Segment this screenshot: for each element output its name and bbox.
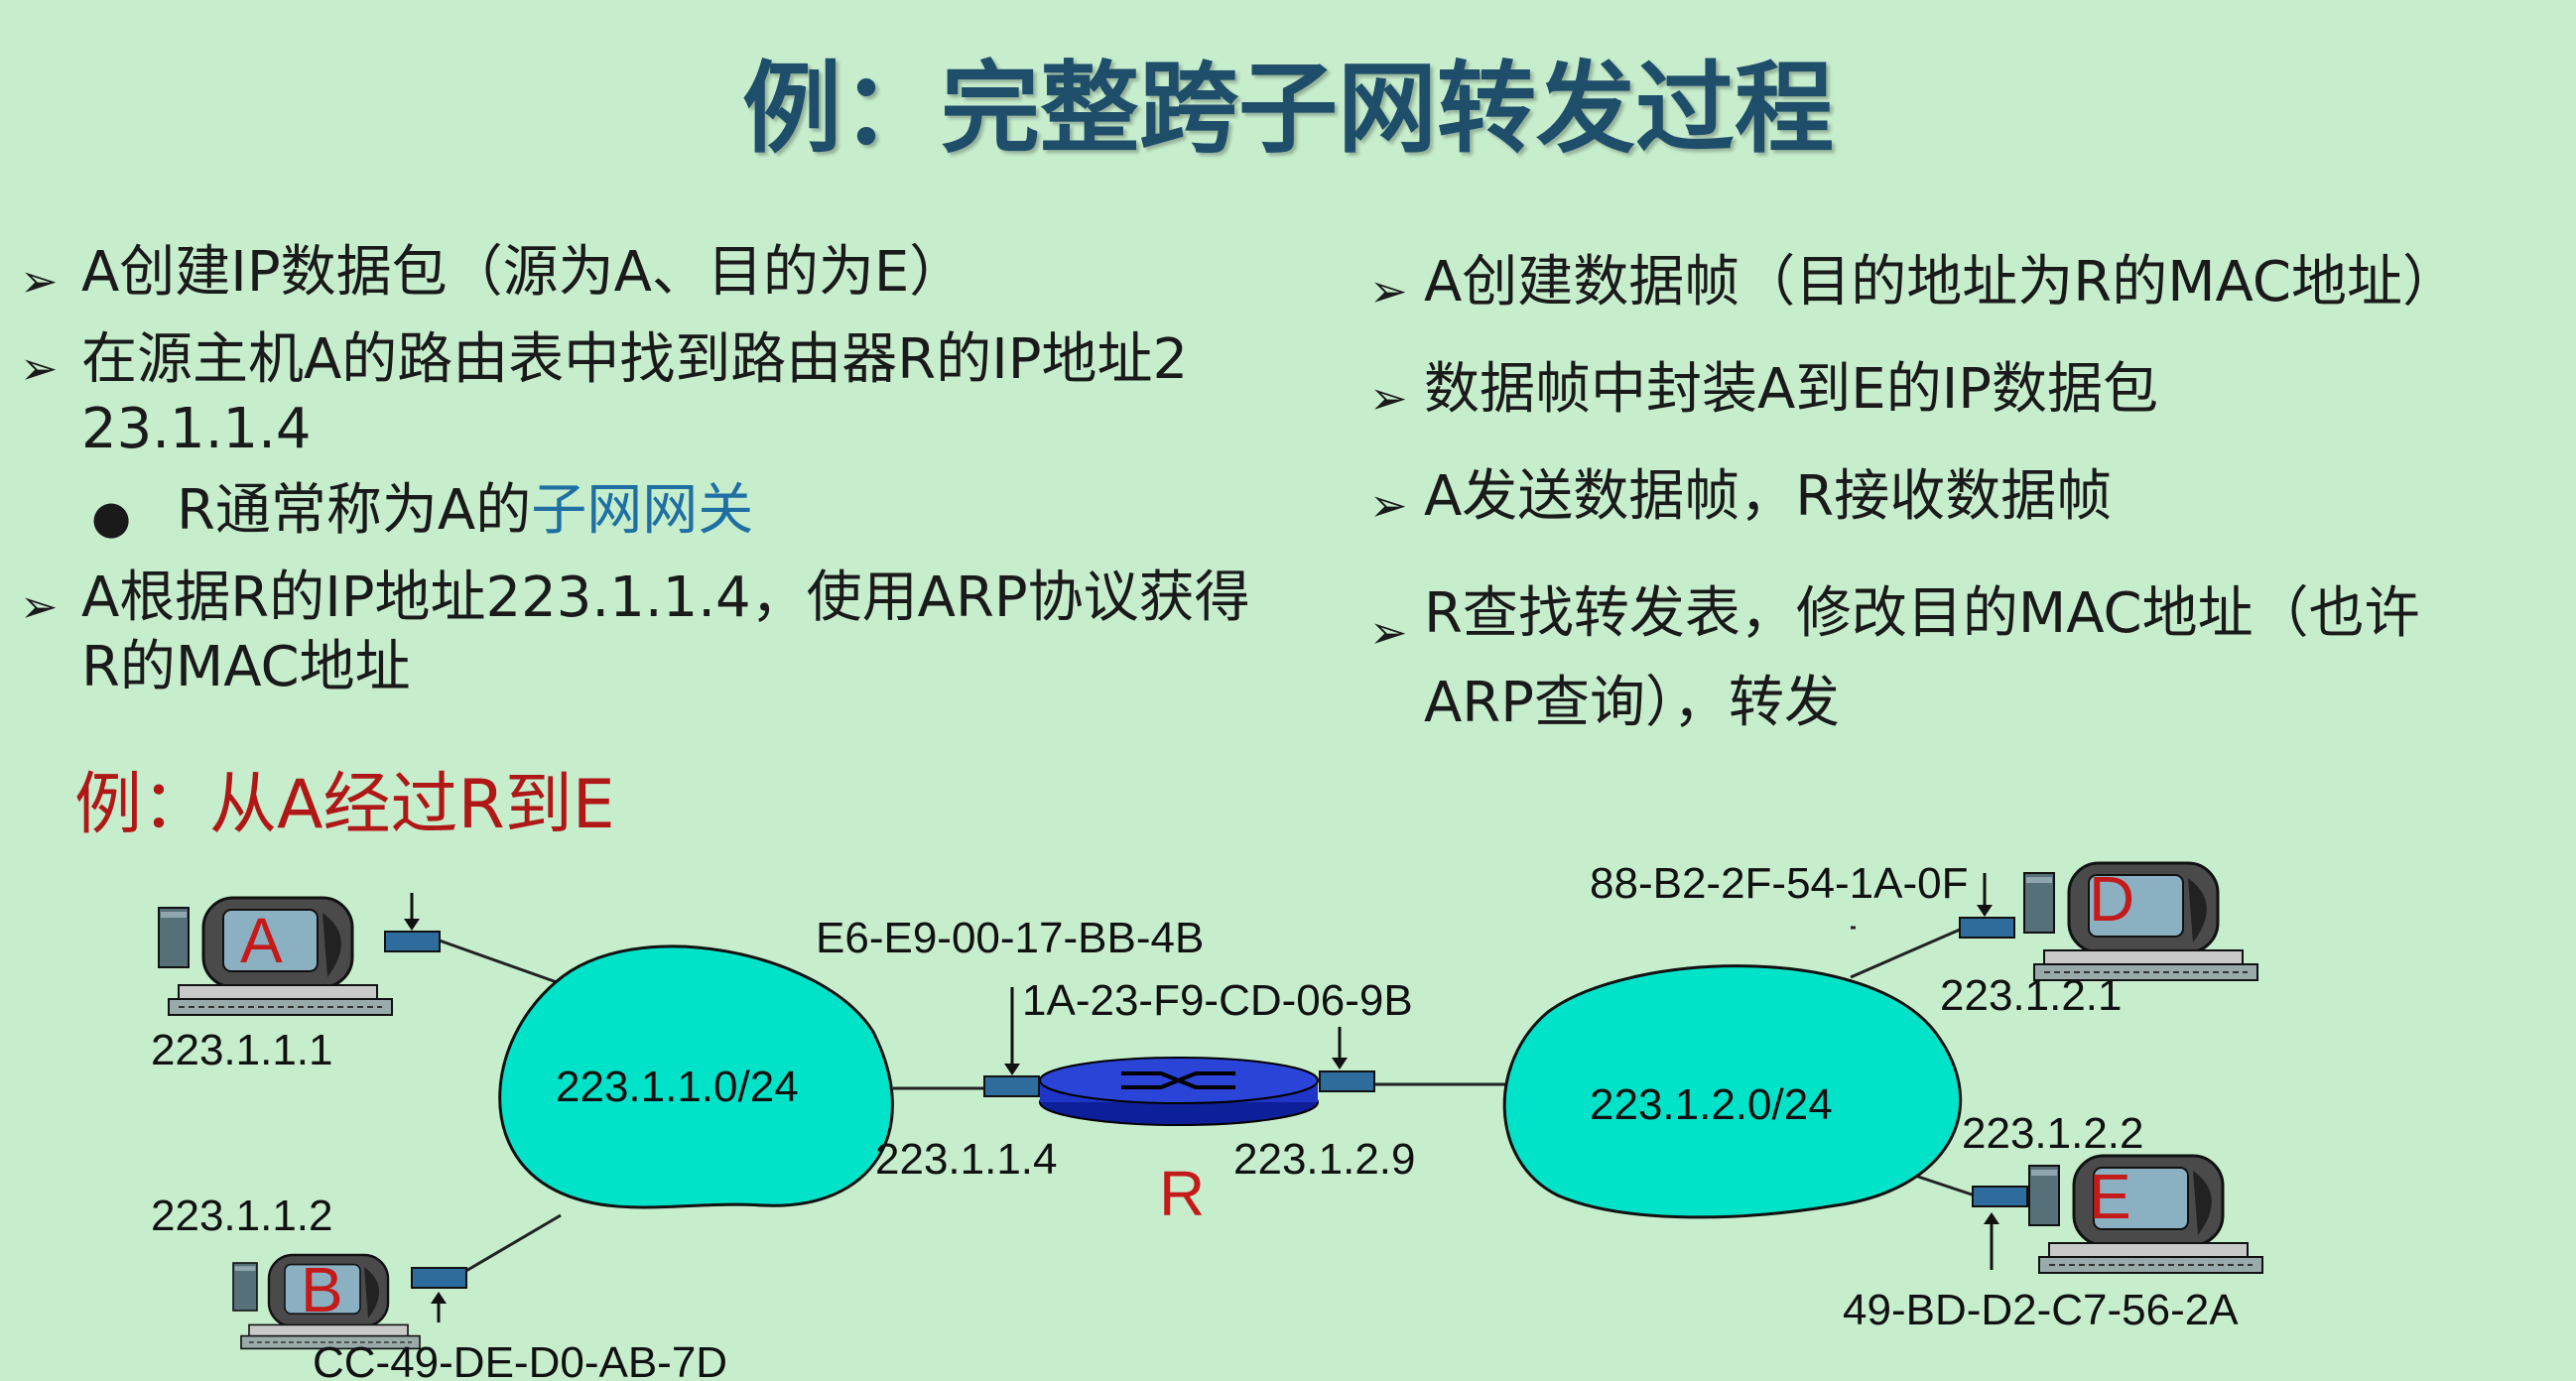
example-heading: 例：从A经过R到E — [74, 766, 615, 844]
right-bullet-list: ➢ A创建数据帧（目的地址为R的MAC地址） ➢ 数据帧中封装A到E的IP数据包… — [1369, 248, 2576, 748]
mac-label-b: CC-49-DE-D0-AB-7D — [313, 1338, 727, 1381]
host-label-e: E — [2089, 1161, 2131, 1232]
bullet-text: A发送数据帧，R接收数据帧 — [1424, 464, 2113, 529]
bullet-item: ➢ 在源主机A的路由表中找到路由器R的IP地址223.1.1.4 — [0, 325, 1221, 464]
arrow-bullet-icon: ➢ — [1369, 371, 1408, 425]
gateway-highlight: 子网网关 — [531, 478, 754, 543]
link-e — [1914, 1174, 1976, 1197]
subnet-label-left: 223.1.1.0/24 — [556, 1063, 799, 1111]
arrow-bullet-icon: ➢ — [1369, 605, 1408, 659]
link-b — [463, 1213, 562, 1274]
mac-label-router-right: 1A-23-F9-CD-06-9B — [1022, 976, 1413, 1025]
host-label-b: B — [301, 1254, 343, 1325]
computer-e-icon — [2027, 1154, 2264, 1275]
arrow-bullet-icon: ➢ — [20, 254, 59, 308]
dot-bullet-icon: ● — [91, 490, 132, 544]
ip-label-a: 223.1.1.1 — [151, 1026, 333, 1074]
subnet-cloud-left — [498, 944, 894, 1209]
bullet-text: 数据帧中封装A到E的IP数据包 — [1424, 357, 2158, 422]
left-bullet-list: ➢ A创建IP数据包（源为A、目的为E） ➢ 在源主机A的路由表中找到路由器R的… — [0, 238, 1330, 702]
sub-bullet-text: R通常称为A的 — [177, 478, 532, 543]
bullet-text: R查找转发表，修改目的MAC地址（也许ARP查询），转发 — [1424, 581, 2420, 735]
page-title: 例：完整跨子网转发过程 — [742, 51, 1834, 167]
mac-label-e: 49-BD-D2-C7-56-2A — [1843, 1286, 2239, 1334]
link-d3 — [1850, 928, 1961, 979]
nic-e — [1972, 1186, 2028, 1207]
bullet-item: ➢ R查找转发表，修改目的MAC地址（也许ARP查询），转发 — [1369, 569, 2461, 748]
bullet-item: ➢ A创建IP数据包（源为A、目的为E） — [0, 238, 1330, 308]
bullet-text: A根据R的IP地址223.1.1.4，使用ARP协议获得R的MAC地址 — [81, 565, 1250, 699]
arrow-bullet-icon: ➢ — [1369, 478, 1408, 532]
mac-label-router-left: E6-E9-00-17-BB-4B — [816, 914, 1204, 962]
nic-a — [384, 931, 441, 952]
nic-d — [1959, 917, 2015, 939]
ip-label-e: 223.1.2.2 — [1962, 1109, 2144, 1158]
nic-b — [411, 1267, 467, 1289]
arrow-bullet-icon: ➢ — [1369, 264, 1408, 317]
ip-label-router-right: 223.1.2.9 — [1233, 1135, 1416, 1184]
router — [1039, 1057, 1319, 1126]
computer-d-icon — [2022, 861, 2259, 982]
router-arrows-icon — [1121, 1071, 1235, 1089]
bullet-text: A创建数据帧（目的地址为R的MAC地址） — [1424, 250, 2458, 314]
pointer-arrows — [404, 873, 1999, 1322]
nic-router-right — [1319, 1070, 1375, 1092]
bullet-item: ➢ A创建数据帧（目的地址为R的MAC地址） — [1369, 248, 2576, 317]
arrow-bullet-icon: ➢ — [20, 579, 59, 633]
bullet-text: A创建IP数据包（源为A、目的为E） — [81, 240, 966, 305]
subnet-label-right: 223.1.2.0/24 — [1590, 1080, 1833, 1129]
sub-bullet-item: ● R通常称为A的子网网关 — [0, 476, 1330, 546]
ip-label-b: 223.1.1.2 — [151, 1192, 333, 1240]
host-label-a: A — [240, 905, 283, 976]
bullet-text: 在源主机A的路由表中找到路由器R的IP地址223.1.1.4 — [81, 327, 1189, 461]
host-label-d: D — [2089, 863, 2134, 935]
bullet-item: ➢ 数据帧中封装A到E的IP数据包 — [1369, 355, 2576, 425]
subnet-cloud-right — [1502, 964, 1963, 1219]
bullet-item: ➢ A根据R的IP地址223.1.1.4，使用ARP协议获得R的MAC地址 — [0, 564, 1250, 702]
link-a — [436, 938, 572, 989]
nic-router-left — [983, 1075, 1040, 1097]
arrow-bullet-icon: ➢ — [20, 341, 59, 395]
ip-label-d: 223.1.2.1 — [1940, 971, 2123, 1020]
ip-label-router-left: 223.1.1.4 — [875, 1135, 1058, 1184]
bullet-item: ➢ A发送数据帧，R接收数据帧 — [1369, 462, 2576, 532]
mac-label-d: 88-B2-2F-54-1A-0F — [1590, 859, 1968, 908]
router-label: R — [1159, 1158, 1205, 1229]
